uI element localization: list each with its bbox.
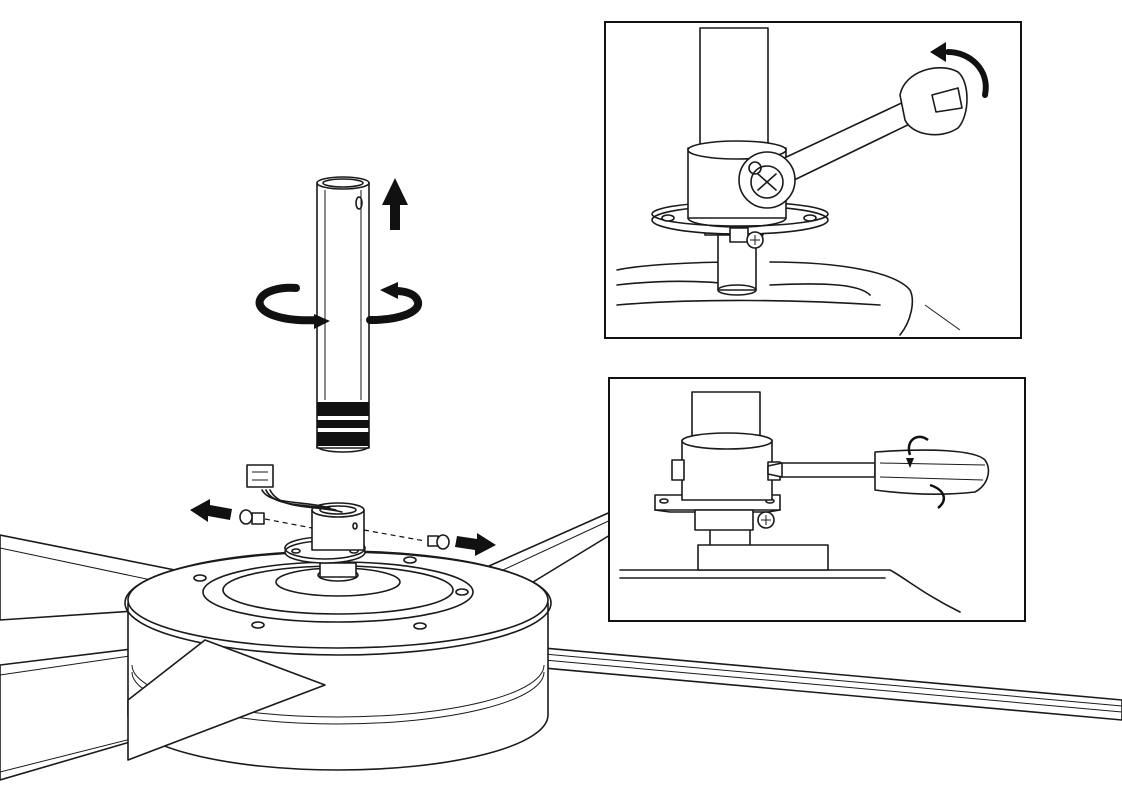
rotate-arrow-icon bbox=[930, 42, 989, 98]
inset-wrench-detail bbox=[616, 27, 961, 336]
arrow-up-icon bbox=[382, 178, 408, 230]
downrod bbox=[316, 176, 370, 453]
rotate-icon bbox=[255, 282, 422, 329]
inset-wrench bbox=[604, 21, 1022, 339]
set-screw-right bbox=[363, 529, 450, 550]
screwdriver-tool bbox=[767, 449, 990, 495]
set-screw-left bbox=[239, 509, 313, 529]
motor-housing bbox=[124, 550, 552, 771]
wrench-tool bbox=[738, 67, 968, 209]
rotate-arrow-icon bbox=[906, 435, 946, 509]
inset-screwdriver bbox=[608, 377, 1026, 622]
arrow-right-icon bbox=[455, 533, 496, 556]
inset-screwdriver-detail bbox=[619, 391, 961, 613]
housing-screws bbox=[193, 556, 469, 630]
motor-collar bbox=[284, 502, 366, 582]
arrow-left-icon bbox=[190, 499, 232, 522]
wire-connector bbox=[246, 464, 343, 513]
fan-blade-right-lower bbox=[454, 639, 1122, 721]
